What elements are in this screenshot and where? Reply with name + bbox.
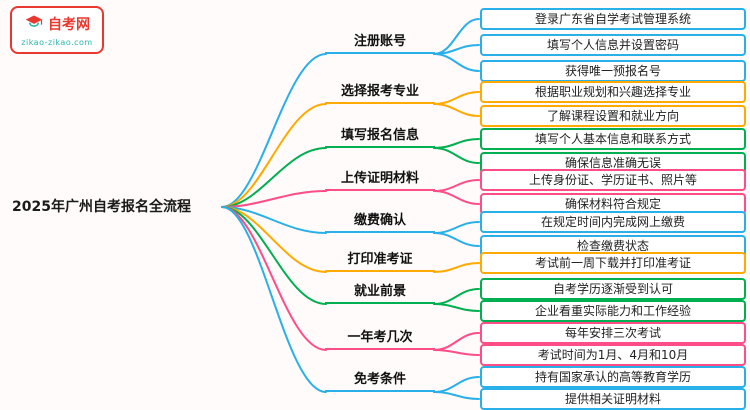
graduation-cap-icon [24, 13, 44, 37]
leaf-node: 填写个人基本信息和联系方式 [480, 128, 746, 150]
leaf-node: 提供相关证明材料 [480, 388, 746, 410]
branch-upload-materials: 上传证明材料 [325, 171, 435, 191]
leaf-node: 获得唯一预报名号 [480, 60, 746, 82]
leaf-node: 登录广东省自学考试管理系统 [480, 8, 746, 30]
branch-exams-per-year: 一年考几次 [325, 330, 435, 350]
site-url: zikao-zikao.com [21, 38, 93, 47]
leaf-node: 填写个人信息并设置密码 [480, 34, 746, 56]
branch-register-account: 注册账号 [325, 34, 435, 54]
leaf-node: 上传身份证、学历证书、照片等 [480, 169, 746, 191]
site-logo: 自考网 zikao-zikao.com [10, 6, 104, 54]
leaf-node: 企业看重实际能力和工作经验 [480, 300, 746, 322]
leaf-node: 考试前一周下载并打印准考证 [480, 252, 746, 274]
leaf-node: 考试时间为1月、4月和10月 [480, 344, 746, 366]
leaf-node: 了解课程设置和就业方向 [480, 105, 746, 127]
branch-choose-major: 选择报考专业 [325, 84, 435, 104]
branch-print-ticket: 打印准考证 [325, 252, 435, 272]
leaf-node: 持有国家承认的高等教育学历 [480, 366, 746, 388]
leaf-node: 每年安排三次考试 [480, 322, 746, 344]
branch-fill-info: 填写报名信息 [325, 128, 435, 148]
site-name: 自考网 [48, 17, 90, 33]
branch-exemption: 免考条件 [325, 372, 435, 392]
leaf-node: 自考学历逐渐受到认可 [480, 278, 746, 300]
leaf-node: 在规定时间内完成网上缴费 [480, 211, 746, 233]
branch-payment-confirm: 缴费确认 [325, 213, 435, 233]
branch-job-prospects: 就业前景 [325, 284, 435, 304]
leaf-node: 根据职业规划和兴趣选择专业 [480, 81, 746, 103]
mindmap-root-node: 2025年广州自考报名全流程 [12, 199, 191, 215]
